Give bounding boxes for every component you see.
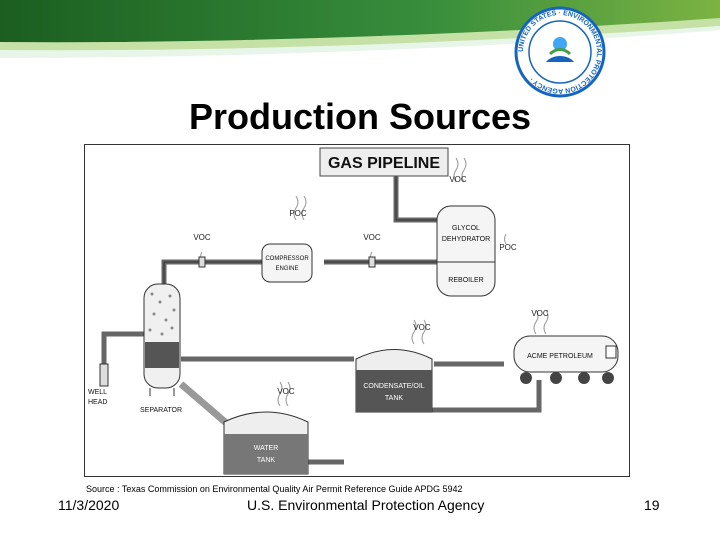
glycol-dehydrator: GLYCOL DEHYDRATOR REBOILER [436,205,496,297]
epa-seal: UNITED STATES · ENVIRONMENTAL PROTECTION… [514,6,606,98]
svg-text:COMPRESSOR: COMPRESSOR [265,256,309,262]
separator-vessel [143,283,181,396]
slide-title: Production Sources [188,96,532,137]
vapor-plumes [200,157,549,407]
well-head: WELL HEAD [88,363,109,406]
page-number: 19 [644,497,660,513]
separator-label: SEPARATOR [140,407,182,414]
svg-text:GAS PIPELINE: GAS PIPELINE [328,155,440,172]
svg-text:CONDENSATE/OIL: CONDENSATE/OIL [363,383,424,390]
voc-label-dehydrator: VOC [449,175,467,184]
gas-pipeline-sign: GAS PIPELINE [319,147,449,177]
compressor-engine: COMPRESSOR ENGINE [261,243,313,283]
svg-text:REBOILER: REBOILER [448,277,483,284]
svg-text:WATER: WATER [254,445,279,452]
svg-text:ENGINE: ENGINE [275,266,298,272]
source-citation: Source : Texas Commission on Environment… [86,484,463,494]
footer-date: 11/3/2020 [58,497,120,513]
voc-label-gas-line-mid: VOC [363,233,381,242]
poc-label-compressor: POC [289,209,307,218]
voc-label-water-tank: VOC [277,387,295,396]
condensate-oil-tank: CONDENSATE/OIL TANK [355,349,433,413]
svg-text:TANK: TANK [385,395,403,402]
footer-agency: U.S. Environmental Protection Agency [247,497,485,513]
svg-text:TANK: TANK [257,457,275,464]
water-tank: WATER TANK [223,411,309,475]
svg-text:HEAD: HEAD [88,399,107,406]
valves [198,256,376,268]
production-diagram: GAS PIPELINE VOC POC VOC VOC POC VOC VOC… [84,144,630,477]
svg-text:WELL: WELL [88,389,107,396]
poc-label-reboiler: POC [499,243,517,252]
voc-label-truck: VOC [531,309,549,318]
tanker-truck: ACME PETROLEUM [513,335,619,384]
voc-label-gas-line-left: VOC [193,233,211,242]
voc-label-condensate: VOC [413,323,431,332]
header-banner [0,0,720,58]
svg-text:ACME PETROLEUM: ACME PETROLEUM [527,353,593,360]
svg-text:DEHYDRATOR: DEHYDRATOR [442,236,490,243]
svg-text:GLYCOL: GLYCOL [452,225,480,232]
